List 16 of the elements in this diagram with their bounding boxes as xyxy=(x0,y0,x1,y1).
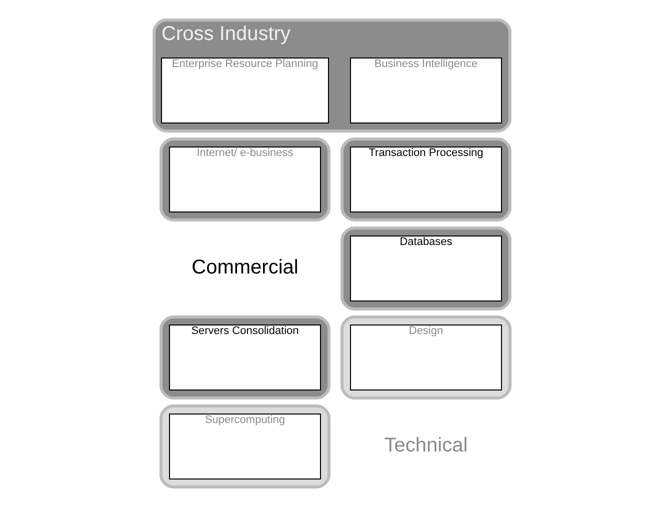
cluster xyxy=(340,226,511,310)
cluster xyxy=(159,404,330,488)
node-box: Internet/ e-business xyxy=(168,146,320,212)
cluster xyxy=(340,316,511,400)
node-box: Servers Consolidation xyxy=(168,324,320,390)
cluster xyxy=(340,138,511,222)
cluster xyxy=(159,316,330,400)
node-box: Supercomputing xyxy=(168,414,320,480)
node-box: Enterprise Resource Planning xyxy=(160,58,328,124)
node-box: Transaction Processing xyxy=(350,146,502,212)
label: Technical xyxy=(384,434,468,456)
node-box: Databases xyxy=(350,236,502,302)
node-box: Business Intelligence xyxy=(350,58,502,124)
label: Commercial xyxy=(191,256,298,278)
node-box: Design xyxy=(350,324,502,390)
cluster xyxy=(159,138,330,222)
